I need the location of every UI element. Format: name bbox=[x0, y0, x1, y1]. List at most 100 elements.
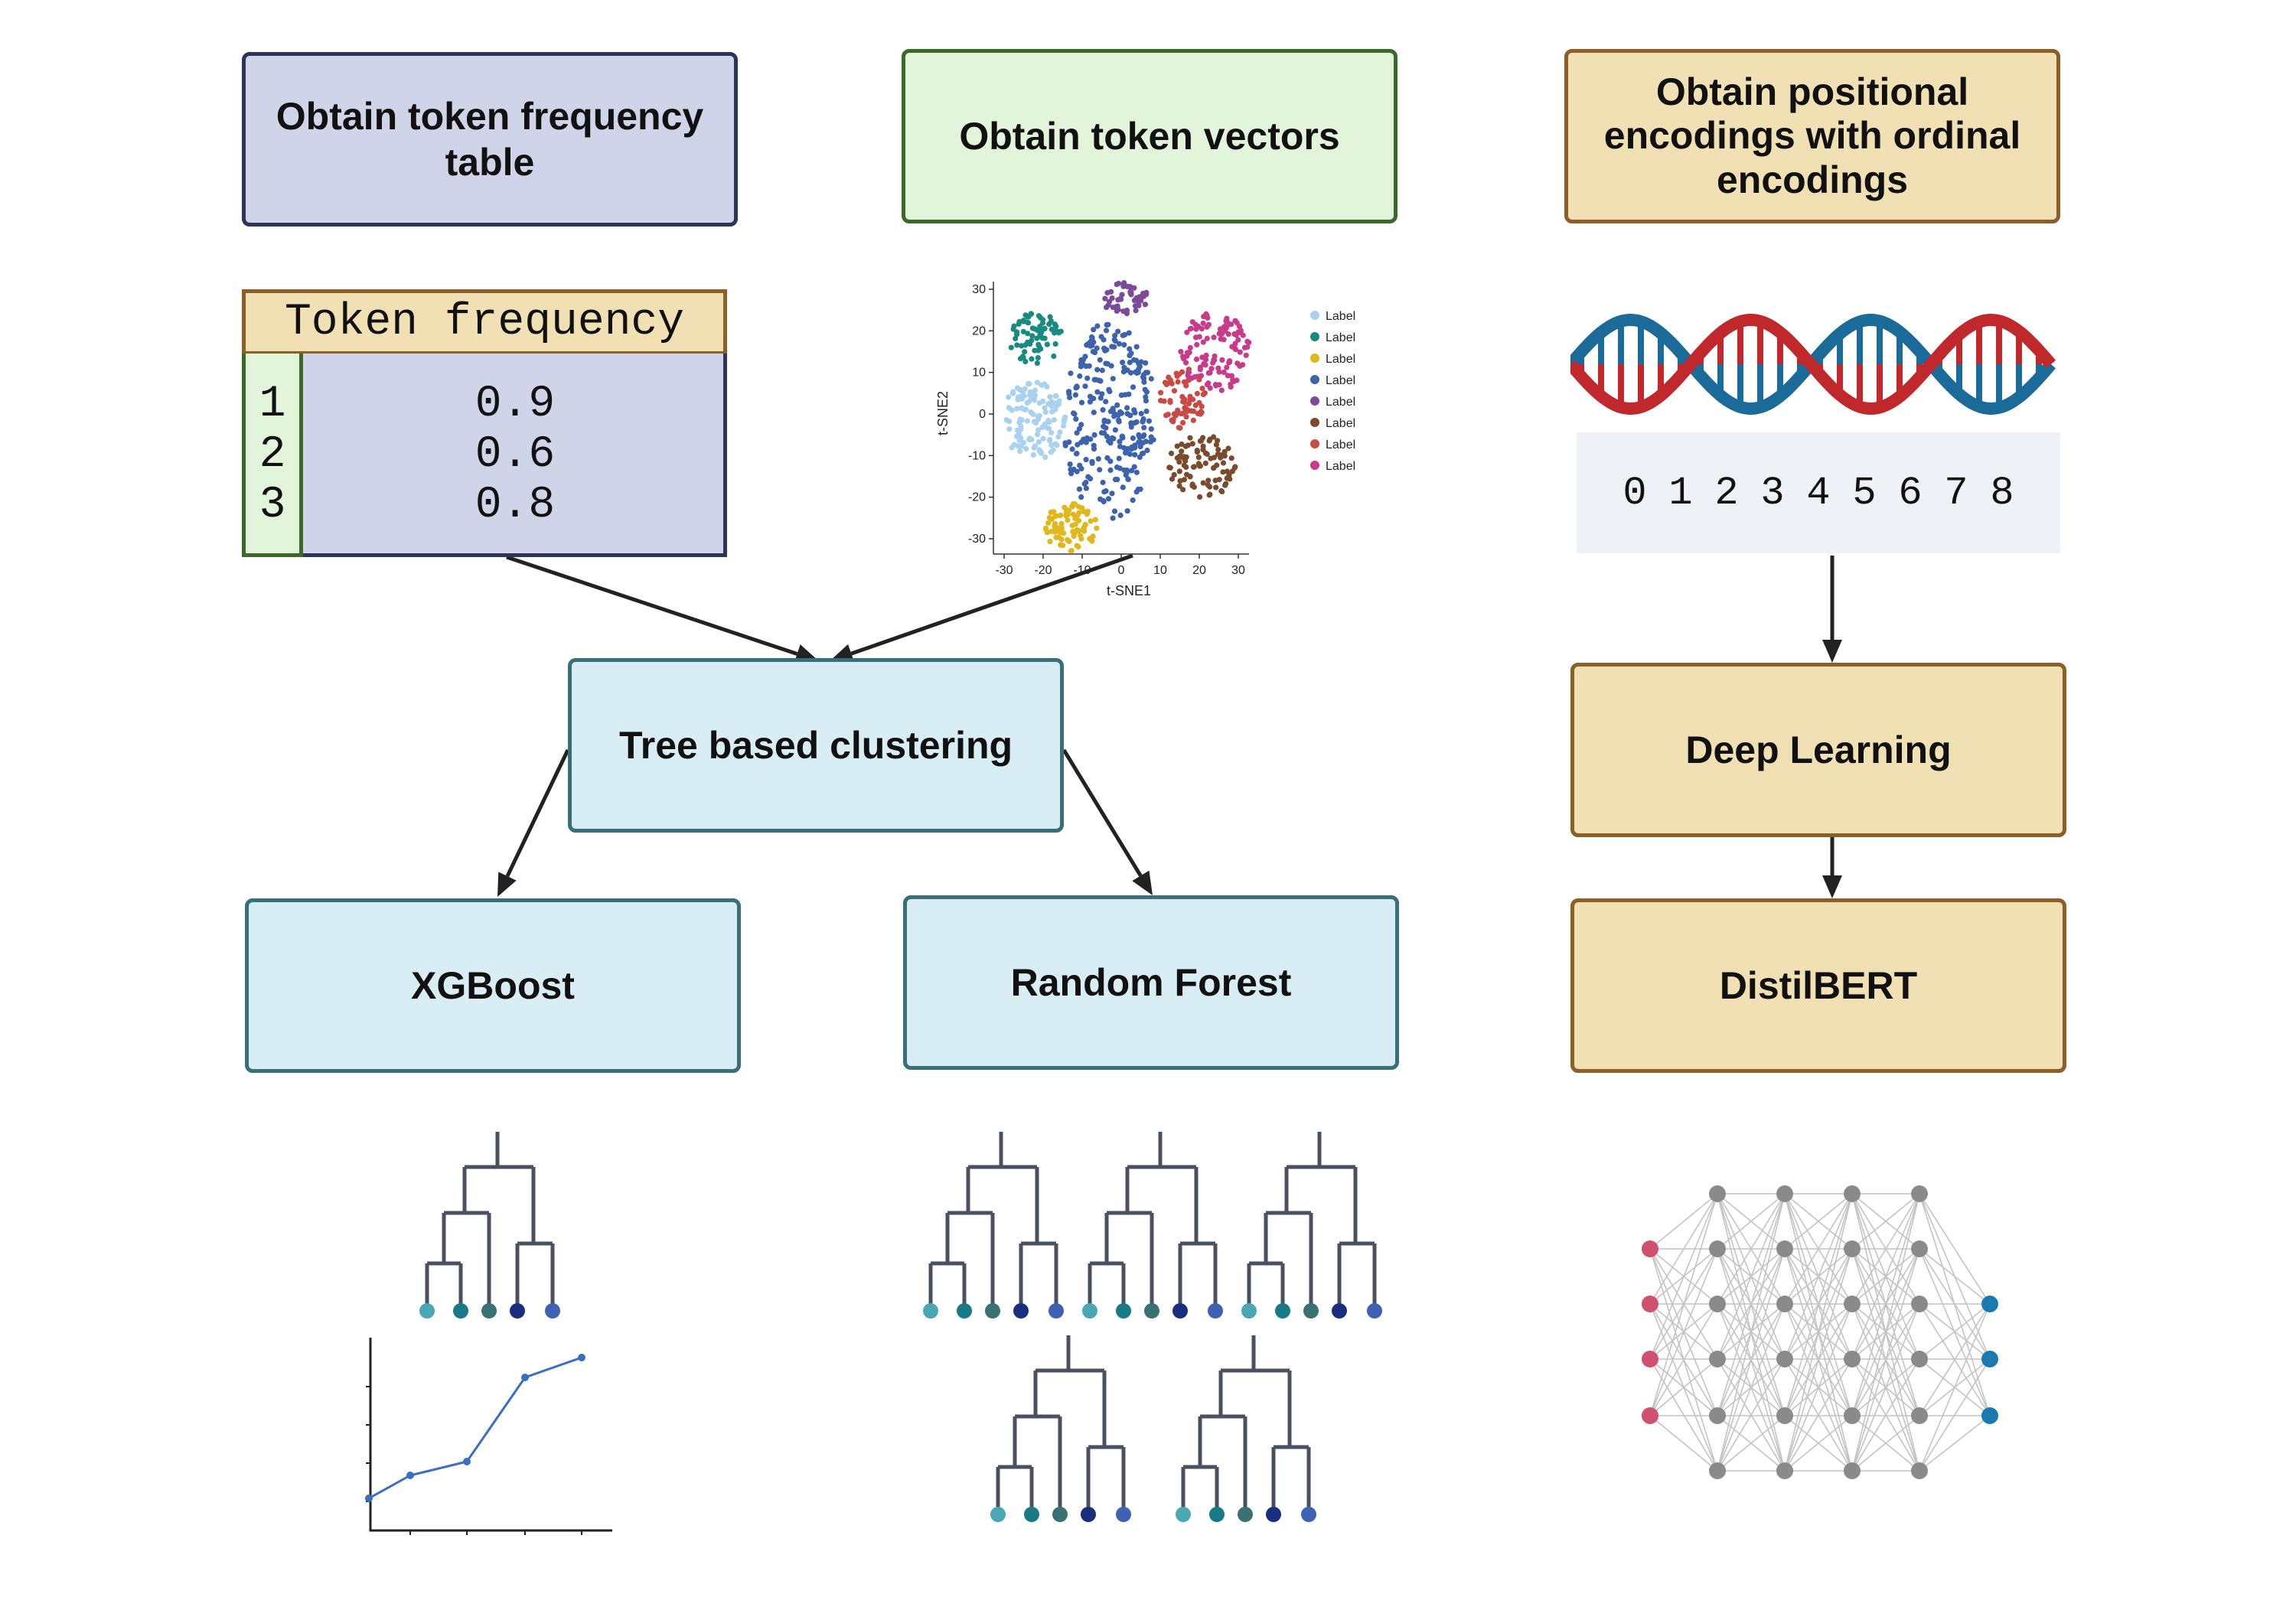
tsne-point bbox=[1099, 367, 1105, 373]
connector-arrow bbox=[1822, 837, 1842, 898]
tsne-point bbox=[1022, 386, 1028, 392]
tsne-point bbox=[1117, 438, 1123, 445]
tsne-point bbox=[1015, 443, 1021, 449]
tsne-point bbox=[1026, 436, 1032, 442]
tsne-point bbox=[1182, 443, 1189, 449]
tsne-point bbox=[1013, 335, 1019, 342]
connector-arrow bbox=[1062, 748, 1153, 895]
tsne-point bbox=[1072, 392, 1078, 398]
tsne-point bbox=[1052, 321, 1058, 328]
tsne-point bbox=[1076, 486, 1082, 492]
tsne-point bbox=[1107, 467, 1114, 473]
tsne-y-axis-label: t-SNE2 bbox=[935, 391, 951, 435]
tsne-point bbox=[1097, 378, 1104, 384]
tsne-point bbox=[1143, 360, 1149, 366]
tsne-point bbox=[1240, 362, 1246, 368]
tsne-point bbox=[1071, 411, 1078, 417]
tsne-point bbox=[1017, 386, 1023, 393]
tsne-point bbox=[1127, 370, 1134, 376]
arrow-line bbox=[505, 748, 570, 878]
tsne-point bbox=[1051, 509, 1057, 515]
tsne-point bbox=[1169, 380, 1175, 386]
tsne-point bbox=[1070, 511, 1076, 517]
tsne-point bbox=[1047, 394, 1053, 400]
legend-swatch bbox=[1310, 396, 1319, 406]
tsne-point bbox=[1105, 419, 1111, 425]
tsne-point bbox=[1067, 461, 1073, 468]
tsne-point bbox=[1039, 326, 1045, 333]
tsne-point bbox=[1219, 488, 1225, 494]
tsne-point bbox=[1052, 400, 1058, 406]
tsne-point bbox=[1117, 295, 1124, 302]
token-vectors-box-label: Obtain token vectors bbox=[959, 115, 1340, 158]
tsne-point bbox=[1104, 290, 1110, 296]
tsne-point bbox=[1168, 450, 1175, 457]
tsne-point bbox=[1148, 376, 1154, 382]
tsne-point bbox=[1035, 438, 1042, 445]
tsne-point bbox=[1090, 348, 1096, 355]
tsne-point bbox=[1185, 372, 1191, 379]
tsne-point bbox=[1008, 344, 1014, 350]
tsne-point bbox=[1078, 399, 1085, 406]
tsne-point bbox=[1142, 302, 1148, 308]
token-frequency-box: Obtain token frequency table bbox=[242, 52, 738, 227]
tsne-point bbox=[1036, 448, 1042, 454]
tsne-point bbox=[1084, 375, 1091, 381]
tsne-point bbox=[1171, 471, 1177, 478]
tsne-point bbox=[1123, 450, 1129, 456]
tsne-point bbox=[1240, 332, 1246, 338]
tsne-point bbox=[1121, 342, 1127, 348]
tsne-point bbox=[1201, 361, 1207, 367]
tsne-point bbox=[1112, 337, 1118, 344]
tsne-point bbox=[1183, 360, 1189, 366]
tsne-point bbox=[1167, 398, 1173, 404]
tsne-point bbox=[1080, 357, 1086, 363]
tsne-point bbox=[1052, 513, 1058, 520]
dna-helix-icon bbox=[1570, 313, 2056, 416]
tsne-point bbox=[1206, 438, 1212, 444]
tsne-point bbox=[1046, 419, 1052, 425]
tsne-point bbox=[1119, 433, 1125, 439]
tsne-point bbox=[1058, 520, 1065, 526]
tsne-point bbox=[1120, 360, 1126, 366]
tsne-point bbox=[1189, 441, 1195, 447]
tsne-point bbox=[1044, 341, 1050, 347]
tsne-point bbox=[1074, 543, 1080, 549]
tsne-point bbox=[1204, 451, 1210, 458]
tsne-point bbox=[1102, 295, 1108, 302]
tsne-point bbox=[1087, 399, 1093, 405]
tsne-point bbox=[1091, 409, 1097, 416]
tsne-point bbox=[1068, 548, 1074, 554]
deep-learning-box-label: Deep Learning bbox=[1685, 729, 1952, 771]
tsne-point bbox=[1006, 394, 1012, 400]
tsne-point bbox=[1094, 389, 1101, 395]
tsne-point bbox=[1127, 353, 1133, 359]
tsne-point bbox=[1060, 422, 1067, 429]
arrow-line bbox=[850, 553, 1133, 656]
tsne-point bbox=[1140, 293, 1146, 299]
tsne-point bbox=[1009, 445, 1015, 451]
ordinal-digit: 4 bbox=[1806, 470, 1831, 516]
tsne-point bbox=[1211, 357, 1217, 363]
ordinal-digit: 5 bbox=[1852, 470, 1877, 516]
tsne-point bbox=[1179, 369, 1186, 375]
tsne-point bbox=[1121, 368, 1127, 374]
tsne-point bbox=[1019, 405, 1025, 411]
tsne-point bbox=[1073, 416, 1079, 422]
tsne-point bbox=[1219, 357, 1225, 363]
tsne-point bbox=[1016, 321, 1022, 328]
tsne-point bbox=[1194, 449, 1200, 455]
tsne-point bbox=[1235, 337, 1241, 343]
tsne-point bbox=[1024, 400, 1030, 406]
tsne-point bbox=[1049, 430, 1055, 436]
tsne-point bbox=[1014, 331, 1020, 337]
tsne-point bbox=[1184, 409, 1190, 415]
tsne-point bbox=[1094, 345, 1100, 351]
tsne-point bbox=[1078, 422, 1084, 428]
legend-label: Label bbox=[1326, 417, 1355, 430]
tsne-point bbox=[1081, 528, 1088, 534]
tsne-point bbox=[1221, 369, 1227, 375]
tsne-point bbox=[1207, 385, 1213, 391]
